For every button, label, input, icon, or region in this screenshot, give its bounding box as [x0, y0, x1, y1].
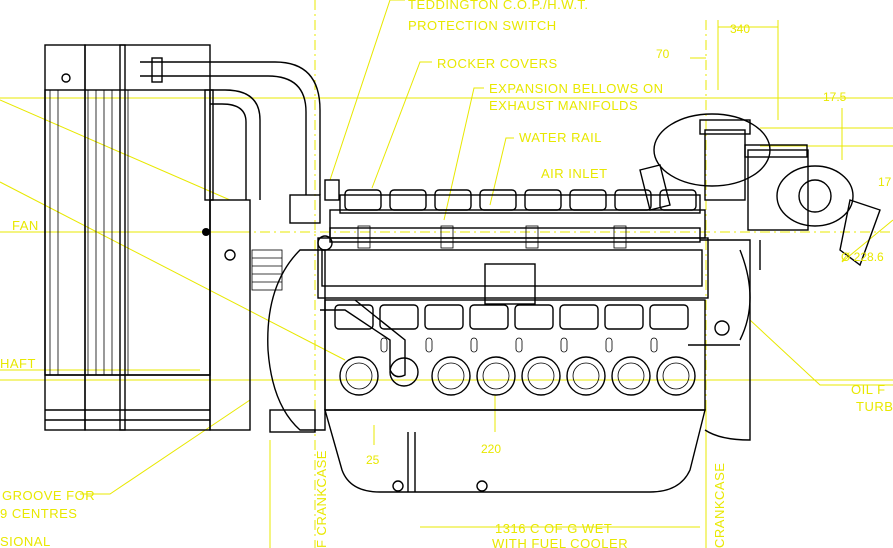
label-water-rail: WATER RAIL [519, 130, 602, 145]
label-groove-2: 9 CENTRES [0, 506, 77, 521]
cylinder-heads [289, 179, 706, 251]
label-crankcase-right: CRANKCASE [712, 463, 727, 548]
label-turbo: TURBO [856, 399, 893, 414]
rocker-covers [344, 189, 697, 211]
label-rocker-covers: ROCKER COVERS [437, 56, 558, 71]
label-air-inlet: AIR INLET [541, 166, 608, 181]
engine-block [267, 237, 709, 493]
dim-220: 220 [481, 442, 501, 456]
label-cg-wet-2: WITH FUEL COOLER [492, 536, 628, 548]
label-cg-wet-1: 1316 C OF G WET [495, 521, 612, 536]
dim-228-6: Ø 228.6 [841, 250, 884, 264]
label-protection-switch: PROTECTION SWITCH [408, 18, 557, 33]
dim-17: 17 [878, 175, 892, 189]
label-expansion-bellows-1: EXPANSION BELLOWS ON [489, 81, 663, 96]
dim-17-5: 17.5 [823, 90, 847, 104]
label-groove-1: GROOVE FOR [2, 488, 95, 503]
label-expansion-bellows-2: EXHAUST MANIFOLDS [489, 98, 638, 113]
label-oil-f: OIL F [851, 382, 886, 397]
label-dimensional: SIONAL [0, 534, 51, 548]
crank-ports [339, 356, 696, 396]
label-shaft: HAFT [0, 356, 36, 371]
dimension-values: 340 70 17.5 17 Ø 228.6 25 220 [366, 22, 892, 467]
label-teddington: TEDDINGTON C.O.P./H.W.T. [408, 0, 589, 12]
radiator [44, 44, 283, 431]
label-crankcase-left: F CRANKCASE [314, 450, 329, 548]
dim-25: 25 [366, 453, 380, 467]
dim-70: 70 [656, 47, 670, 61]
coolant-pipes [140, 57, 321, 200]
dim-340: 340 [730, 22, 750, 36]
label-fan: FAN [12, 218, 39, 233]
turbochargers [639, 113, 881, 441]
